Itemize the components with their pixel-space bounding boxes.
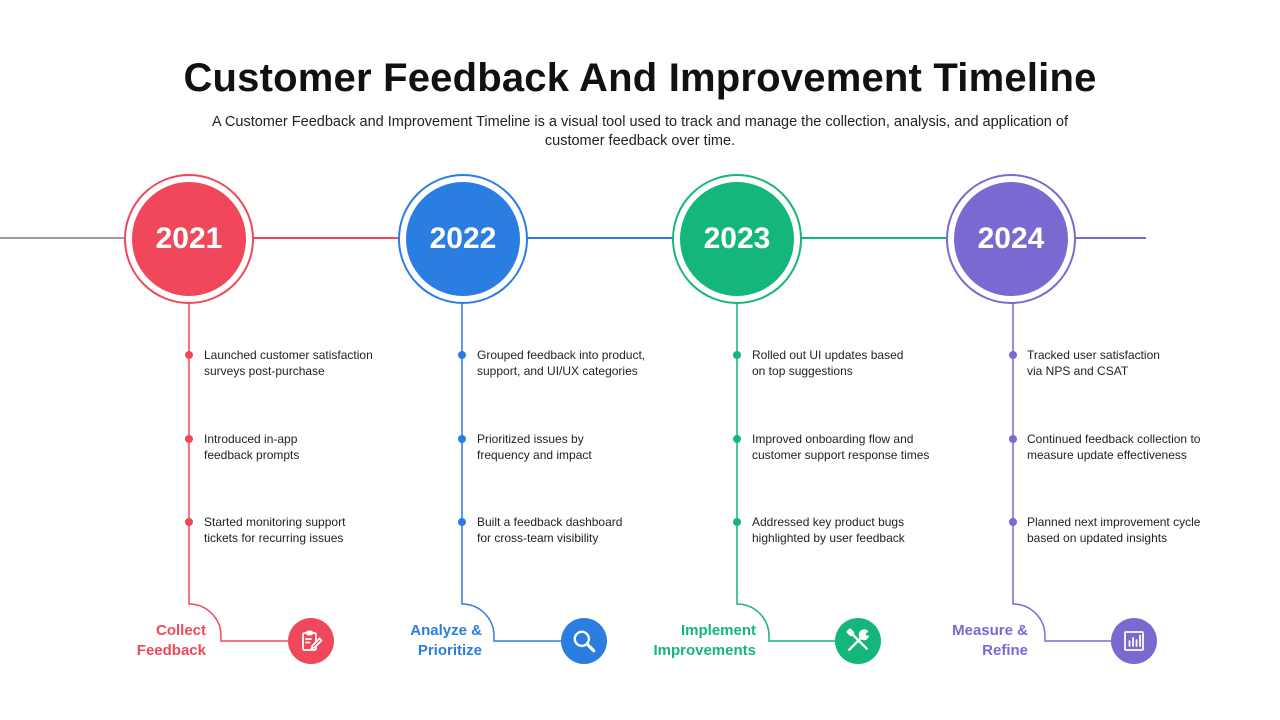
bullet-dot <box>733 518 741 526</box>
bullet-text: Rolled out UI updates based on top sugge… <box>752 348 904 378</box>
bar-chart-icon[interactable] <box>1111 618 1157 664</box>
bullet-dot <box>733 351 741 359</box>
stage-label-implement: Implement Improvements <box>653 622 756 659</box>
bullet-text: Grouped feedback into product, support, … <box>477 348 646 378</box>
magnifier-icon[interactable] <box>561 618 607 664</box>
stem-2021 <box>188 302 289 642</box>
bullet-text: Continued feedback collection to measure… <box>1027 432 1201 462</box>
bullet-dot <box>185 518 193 526</box>
bullet-text: Improved onboarding flow and customer su… <box>752 432 930 462</box>
bullet-dot <box>1009 435 1017 443</box>
bullet-dot <box>1009 351 1017 359</box>
bullet-dot <box>185 435 193 443</box>
tools-icon[interactable] <box>835 618 881 664</box>
stem-2022 <box>461 302 562 642</box>
year-label: 2022 <box>406 182 520 296</box>
stage-label-collect: Collect Feedback <box>136 622 206 659</box>
year-label: 2023 <box>680 182 794 296</box>
stage-label-measure: Measure & Refine <box>952 622 1028 659</box>
bullet-text: Started monitoring support tickets for r… <box>204 515 346 545</box>
year-badge-2021: 2021 <box>124 174 254 304</box>
bullet-text: Introduced in-app feedback prompts <box>204 432 300 462</box>
stage-label-analyze: Analyze & Prioritize <box>410 622 482 659</box>
year-badge-2024: 2024 <box>946 174 1076 304</box>
bullet-text: Addressed key product bugs highlighted b… <box>752 515 905 545</box>
year-badge-2023: 2023 <box>672 174 802 304</box>
bullet-dot <box>185 351 193 359</box>
year-label: 2024 <box>954 182 1068 296</box>
bullet-dot <box>458 351 466 359</box>
clipboard-edit-icon[interactable] <box>288 618 334 664</box>
year-badge-2022: 2022 <box>398 174 528 304</box>
page-subtitle: A Customer Feedback and Improvement Time… <box>212 114 1068 149</box>
year-label: 2021 <box>132 182 246 296</box>
bullet-dot <box>458 435 466 443</box>
bullet-text: Prioritized issues by frequency and impa… <box>477 432 592 462</box>
bullet-text: Planned next improvement cycle based on … <box>1027 515 1201 545</box>
bullet-text: Tracked user satisfaction via NPS and CS… <box>1027 348 1160 378</box>
bullet-text: Launched customer satisfaction surveys p… <box>204 348 373 378</box>
bullet-dot <box>1009 518 1017 526</box>
stem-2023 <box>736 302 837 642</box>
bullet-dot <box>458 518 466 526</box>
bullet-text: Built a feedback dashboard for cross-tea… <box>477 515 623 545</box>
stem-2024 <box>1012 302 1113 642</box>
page-title: Customer Feedback And Improvement Timeli… <box>183 56 1097 100</box>
bullet-dot <box>733 435 741 443</box>
